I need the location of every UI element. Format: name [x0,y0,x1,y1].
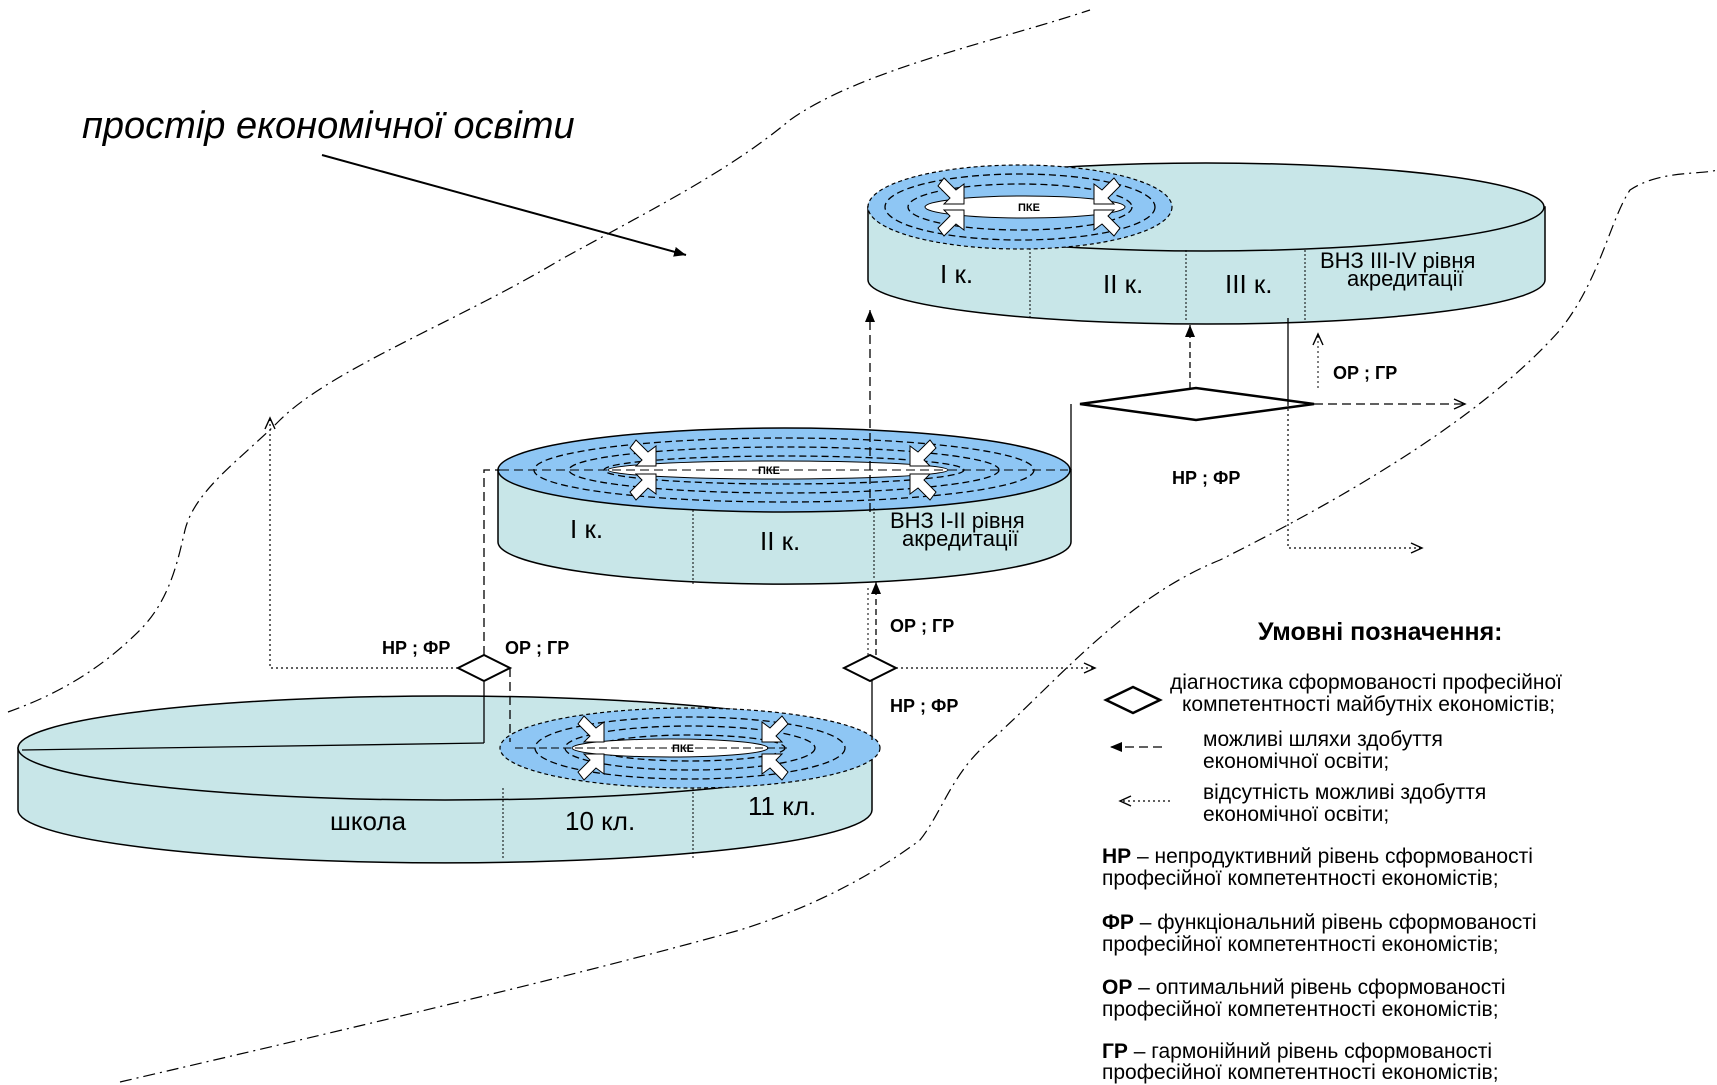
vnz-3-4-pke-zone [867,164,1173,250]
grade-10-label: 10 кл. [565,806,635,836]
vnz-1-2-pke-zone [500,437,1068,503]
legend-hr-line1: НР – непродуктивний рівень сформованості [1102,845,1533,868]
legend-gr-line1: ГР – гармонійний рівень сформованості [1102,1040,1492,1063]
legend-or-line1: ОР – оптимальний рівень сформованості [1102,976,1506,999]
node-3-hr-fr-label: НР ; ФР [1172,468,1240,488]
vnz-3-4-course-3: III к. [1225,269,1273,299]
legend-diamond-icon [1103,685,1163,715]
legend-paths-line1: можливі шляхи здобуття [1203,728,1443,751]
legend-heading: Умовні позначення: [1258,618,1502,646]
vnz-3-4-course-2: II к. [1103,269,1143,299]
grade-11-label: 11 кл. [748,791,816,821]
vnz-3-4-course-1: I к. [940,259,973,289]
legend-fr-line2: професійної компетентності економістів; [1102,933,1499,956]
diagnostic-node-grade-10 [264,416,513,743]
title-pointer-arrow [321,154,687,257]
legend-paths-line2: економічної освіти; [1203,750,1389,773]
vnz-3-4-pke-label: ПКЕ [1018,202,1040,214]
vnz-3-4-name-line2: акредитації [1347,266,1464,291]
school-pke-label: ПКЕ [672,743,694,755]
diagnostic-node-vnz-1-2 [1070,318,1467,554]
space-boundary-lower [119,169,1717,1083]
school-label: школа [330,806,407,836]
vnz-3-4-name-line1: ВНЗ III-IV рівня [1320,248,1475,273]
node-2-hr-fr-label: НР ; ФР [890,696,958,716]
legend-hr-line2: професійної компетентності економістів; [1102,867,1499,890]
legend-diagnostic-line2: компетентності майбутніх економістів; [1182,693,1555,716]
node-1-or-gr-label: ОР ; ГР [505,638,569,658]
vnz-1-2-course-2: II к. [760,526,800,556]
legend-gr-line2: професійної компетентності економістів; [1102,1061,1499,1084]
legend-no-possibility-line2: економічної освіти; [1203,803,1389,826]
legend-fr-line1: ФР – функціональний рівень сформованості [1102,911,1537,934]
school-pke-zone [499,707,881,789]
node-3-or-gr-label: ОР ; ГР [1333,363,1397,383]
legend-or-line2: професійної компетентності економістів; [1102,998,1499,1021]
node-2-or-gr-label: ОР ; ГР [890,616,954,636]
space-boundary-upper [7,9,1091,713]
diagram-title: простір економічної освіти [82,105,575,147]
vnz-1-2-name-line2: акредитації [902,526,1019,551]
vnz-1-2-pke-label: ПКЕ [758,465,780,477]
legend: Умовні позначення: діагностика сформован… [1102,618,1562,1084]
vnz-1-2-course-1: I к. [570,514,603,544]
legend-diagnostic-line1: діагностика сформованості професійної [1170,671,1562,694]
vnz-1-2-name-line1: ВНЗ I-II рівня [890,508,1025,533]
diagnostic-node-grade-11 [841,310,1097,740]
node-1-hr-fr-label: НР ; ФР [382,638,450,658]
legend-no-possibility-line1: відсутність можливі здобуття [1203,781,1486,804]
